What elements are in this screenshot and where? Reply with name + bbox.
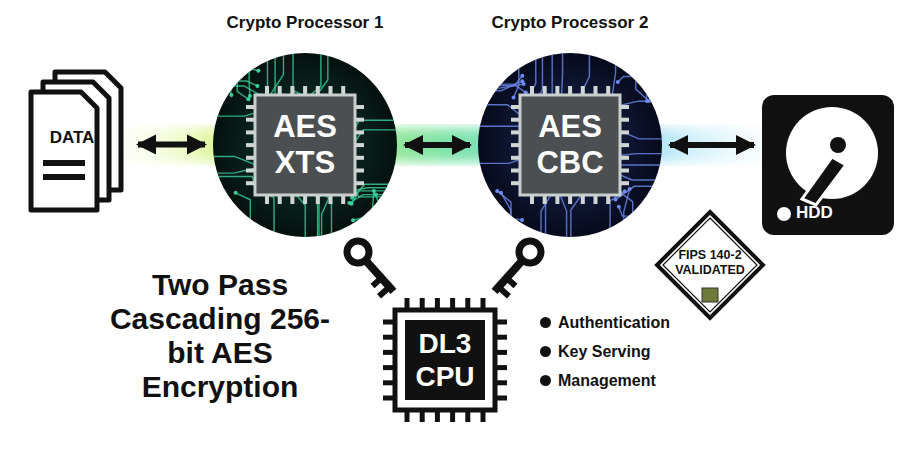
headline-label: Two Pass Cascading 256-bit AES Encryptio… <box>100 268 340 404</box>
node-label: HDD <box>796 203 866 223</box>
feature-item: Key Serving <box>538 337 670 366</box>
crypto-circle: Crypto Processor 1AES XTS <box>213 53 397 237</box>
feature-list: AuthenticationKey ServingManagement <box>538 308 670 395</box>
chip-label: DL3 CPU <box>409 327 481 393</box>
double-arrow <box>138 142 205 148</box>
key-icon <box>340 236 401 300</box>
chip-label: AES CBC <box>526 109 614 181</box>
double-arrow <box>405 142 470 148</box>
hdd-icon: HDD <box>762 95 894 235</box>
aes-chip: AES XTS <box>255 95 355 195</box>
cpu-chip: DL3 CPU <box>385 300 505 420</box>
glow-band <box>90 128 810 162</box>
feature-item: Authentication <box>538 308 670 337</box>
document-icon: DATA <box>25 72 130 217</box>
node-heading: Crypto Processor 1 <box>183 13 427 33</box>
node-label: DATA <box>37 128 107 148</box>
chip-label: AES XTS <box>261 109 349 181</box>
crypto-circle: Crypto Processor 2AES CBC <box>478 53 662 237</box>
bullet-dot <box>540 375 551 386</box>
bullet-dot <box>540 346 551 357</box>
double-arrow <box>670 142 754 148</box>
key-icon <box>486 236 547 300</box>
badge-label: FIPS 140-2 VALIDATED <box>669 248 751 278</box>
node-heading: Crypto Processor 2 <box>448 13 692 33</box>
fips-badge: FIPS 140-2 VALIDATED <box>655 210 765 320</box>
bullet-dot <box>540 317 551 328</box>
feature-item: Management <box>538 366 670 395</box>
aes-chip: AES CBC <box>520 95 620 195</box>
cpu-outline <box>385 300 505 420</box>
